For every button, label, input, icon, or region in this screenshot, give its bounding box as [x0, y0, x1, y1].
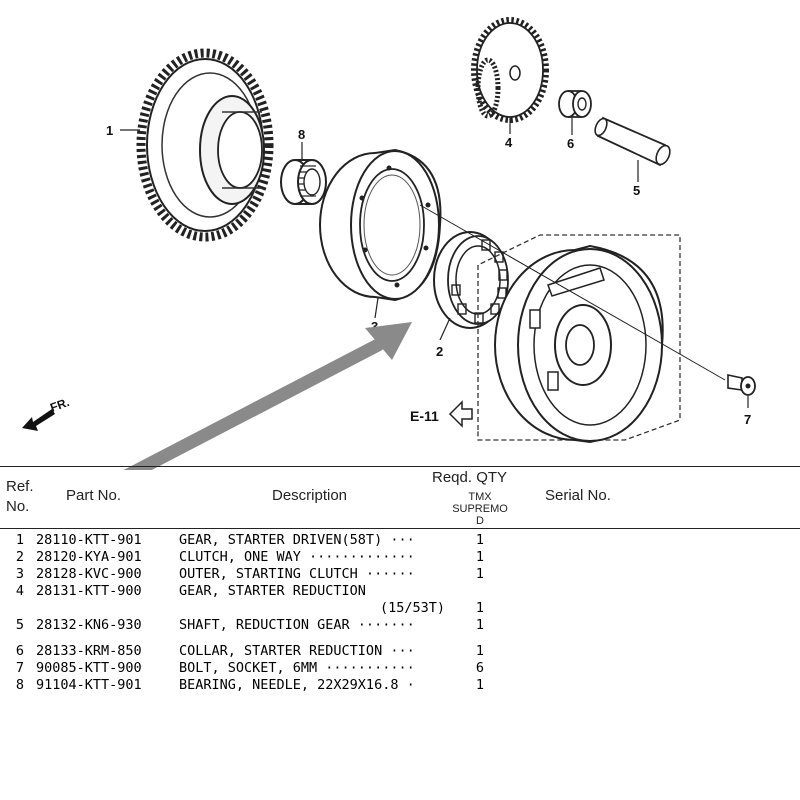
row-ref: 4	[15, 583, 24, 599]
row-part-no: 28128-KVC-900	[36, 566, 142, 582]
row-part-no: 28110-KTT-901	[36, 532, 142, 548]
callout-8: 8	[298, 127, 305, 142]
row-ref: 3	[15, 566, 24, 582]
row-qty: 1	[475, 566, 485, 582]
table-row[interactable]: 8 91104-KTT-901 BEARING, NEEDLE, 22X29X1…	[0, 677, 800, 694]
header-part-no: Part No.	[66, 487, 122, 504]
row-qty: 1	[475, 617, 485, 633]
row-description: COLLAR, STARTER REDUCTION ···	[179, 643, 415, 659]
row-description: BOLT, SOCKET, 6MM ···········	[179, 660, 415, 676]
leader-lines	[120, 118, 749, 408]
header-serial-no: Serial No.	[545, 487, 611, 504]
row-description: GEAR, STARTER REDUCTION	[179, 583, 366, 599]
row-description-continuation: (15/53T)	[380, 600, 446, 616]
header-description: Description	[272, 487, 348, 504]
reference-arrow-icon	[448, 400, 473, 428]
callout-1: 1	[106, 123, 113, 138]
part-3-outer-starting-clutch[interactable]	[319, 148, 442, 302]
part-7-socket-bolt[interactable]	[727, 374, 756, 396]
callout-6: 6	[567, 136, 574, 151]
row-part-no: 28133-KRM-850	[36, 643, 142, 659]
header-no: No.	[6, 498, 30, 515]
assembly-axis-line	[419, 204, 726, 381]
row-part-no: 28120-KYA-901	[36, 549, 142, 565]
row-qty: 1	[475, 549, 485, 565]
row-description: SHAFT, REDUCTION GEAR ·······	[179, 617, 415, 633]
part-4-starter-reduction-gear[interactable]	[471, 17, 549, 123]
front-direction-arrow: FR.	[22, 395, 71, 431]
row-ref: 1	[15, 532, 24, 548]
row-qty: 6	[475, 660, 485, 676]
table-row[interactable]: 1 28110-KTT-901 GEAR, STARTER DRIVEN(58T…	[0, 532, 800, 549]
callout-5: 5	[633, 183, 640, 198]
row-ref: 5	[15, 617, 24, 633]
callout-7: 7	[744, 412, 751, 427]
row-qty: 1	[475, 600, 485, 616]
flywheel-rotor-reference	[477, 234, 681, 444]
table-row[interactable]: 7 90085-KTT-900 BOLT, SOCKET, 6MM ······…	[0, 660, 800, 677]
row-ref: 7	[15, 660, 24, 676]
row-part-no: 91104-KTT-901	[36, 677, 142, 693]
reference-e11-label: E-11	[410, 408, 439, 424]
parts-table: Ref. No. Part No. Description Reqd. QTY …	[0, 466, 800, 800]
callout-3: 3	[371, 319, 378, 334]
table-row[interactable]: 4 28131-KTT-900 GEAR, STARTER REDUCTION	[0, 583, 800, 600]
row-ref: 8	[15, 677, 24, 693]
row-qty: 1	[475, 643, 485, 659]
exploded-parts-diagram: 1 2 3 4 5 6 7 8 FR. E-11	[22, 17, 756, 470]
annotation-pointer-arrow	[123, 322, 412, 470]
table-row-continuation[interactable]: (15/53T) 1	[0, 600, 800, 617]
row-description: GEAR, STARTER DRIVEN(58T) ···	[179, 532, 415, 548]
table-row[interactable]: 3 28128-KVC-900 OUTER, STARTING CLUTCH ·…	[0, 566, 800, 583]
row-description: BEARING, NEEDLE, 22X29X16.8 ·	[179, 677, 415, 693]
table-header-rule	[0, 528, 800, 529]
fr-label: FR.	[48, 395, 71, 415]
table-row[interactable]: 5 28132-KN6-930 SHAFT, REDUCTION GEAR ··…	[0, 617, 800, 634]
part-6-collar[interactable]	[558, 90, 592, 118]
header-model-line-2: SUPREMO	[452, 503, 508, 515]
header-model: TMX SUPREMO D	[440, 491, 520, 527]
part-1-starter-driven-gear[interactable]	[136, 48, 274, 242]
table-row[interactable]: 2 28120-KYA-901 CLUTCH, ONE WAY ········…	[0, 549, 800, 566]
header-ref: Ref.	[6, 478, 34, 495]
part-5-reduction-gear-shaft[interactable]	[593, 116, 673, 167]
row-qty: 1	[475, 532, 485, 548]
header-reqd-qty: Reqd. QTY	[432, 469, 508, 486]
row-description: OUTER, STARTING CLUTCH ······	[179, 566, 415, 582]
row-ref: 2	[15, 549, 24, 565]
part-8-needle-bearing[interactable]	[280, 159, 327, 205]
header-model-line-3: D	[476, 515, 484, 527]
row-part-no: 28131-KTT-900	[36, 583, 142, 599]
part-2-one-way-clutch[interactable]	[433, 231, 509, 329]
table-row[interactable]: 6 28133-KRM-850 COLLAR, STARTER REDUCTIO…	[0, 643, 800, 660]
header-model-line-1: TMX	[468, 491, 492, 503]
table-top-rule	[0, 466, 800, 467]
callout-2: 2	[436, 344, 443, 359]
row-ref: 6	[15, 643, 24, 659]
row-description: CLUTCH, ONE WAY ·············	[179, 549, 415, 565]
row-part-no: 90085-KTT-900	[36, 660, 142, 676]
row-part-no: 28132-KN6-930	[36, 617, 142, 633]
callout-4: 4	[505, 135, 513, 150]
row-qty: 1	[475, 677, 485, 693]
